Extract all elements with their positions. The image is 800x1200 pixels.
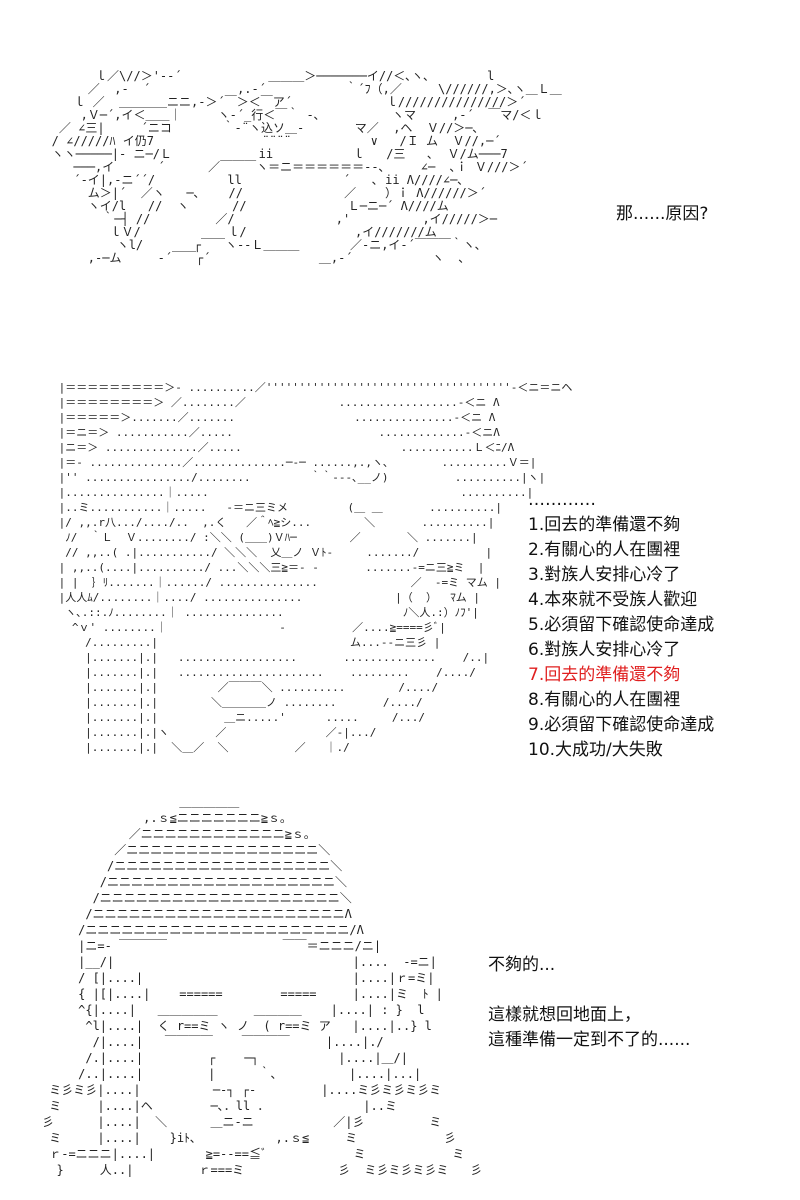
ascii-art-illustration: ｌ／\//＞'‐‐´ ＿＿＿＞───────イ//＜､ヽ､ l ／ ,‐ ´ ,… (51, 69, 562, 265)
option-item: ………… (528, 490, 596, 510)
option-item: 4.本來就不受族人歡迎 (528, 590, 698, 610)
option-item: 3.對族人安排心冷了 (528, 565, 681, 585)
option-item: 5.必須留下確認使命達成 (528, 615, 715, 635)
panel-3: ＿＿＿＿＿ ,.ｓ≦ニニニニニニニ≧ｓ｡ ／ニニニニニニニニニニニニ≧ｓ｡ ／ニ… (0, 780, 800, 1200)
ascii-art-illustration: |＝＝＝＝＝＝＝＝＝＞‐ ..........／''''''''''''''''… (58, 381, 573, 754)
option-item: 9.必須留下確認使命達成 (528, 715, 715, 735)
dialogue-caption: 那......原因? (616, 204, 709, 224)
option-item: 6.對族人安排心冷了 (528, 640, 681, 660)
option-item: 1.回去的準備還不夠 (528, 515, 681, 535)
option-list: ………… 1.回去的準備還不夠 2.有關心的人在團裡 3.對族人安排心冷了 4.… (528, 488, 714, 763)
dialogue-caption-line: 這種準備一定到不了的...... (488, 1030, 691, 1050)
ascii-art-illustration: ＿＿＿＿＿ ,.ｓ≦ニニニニニニニ≧ｓ｡ ／ニニニニニニニニニニニニ≧ｓ｡ ／ニ… (42, 795, 483, 1177)
panel-2: |＝＝＝＝＝＝＝＝＝＞‐ ..........／''''''''''''''''… (0, 360, 800, 780)
option-item: 2.有關心的人在團裡 (528, 540, 681, 560)
option-item: 10.大成功/大失敗 (528, 740, 663, 760)
dialogue-caption-line: 這樣就想回地面上， (488, 1005, 641, 1025)
panel-1: ｌ／\//＞'‐‐´ ＿＿＿＞───────イ//＜､ヽ､ l ／ ,‐ ´ ,… (0, 0, 800, 360)
option-item: 8.有關心的人在團裡 (528, 690, 681, 710)
dialogue-caption-line: 不夠的... (488, 955, 556, 975)
option-item-highlighted: 7.回去的準備還不夠 (528, 665, 681, 685)
